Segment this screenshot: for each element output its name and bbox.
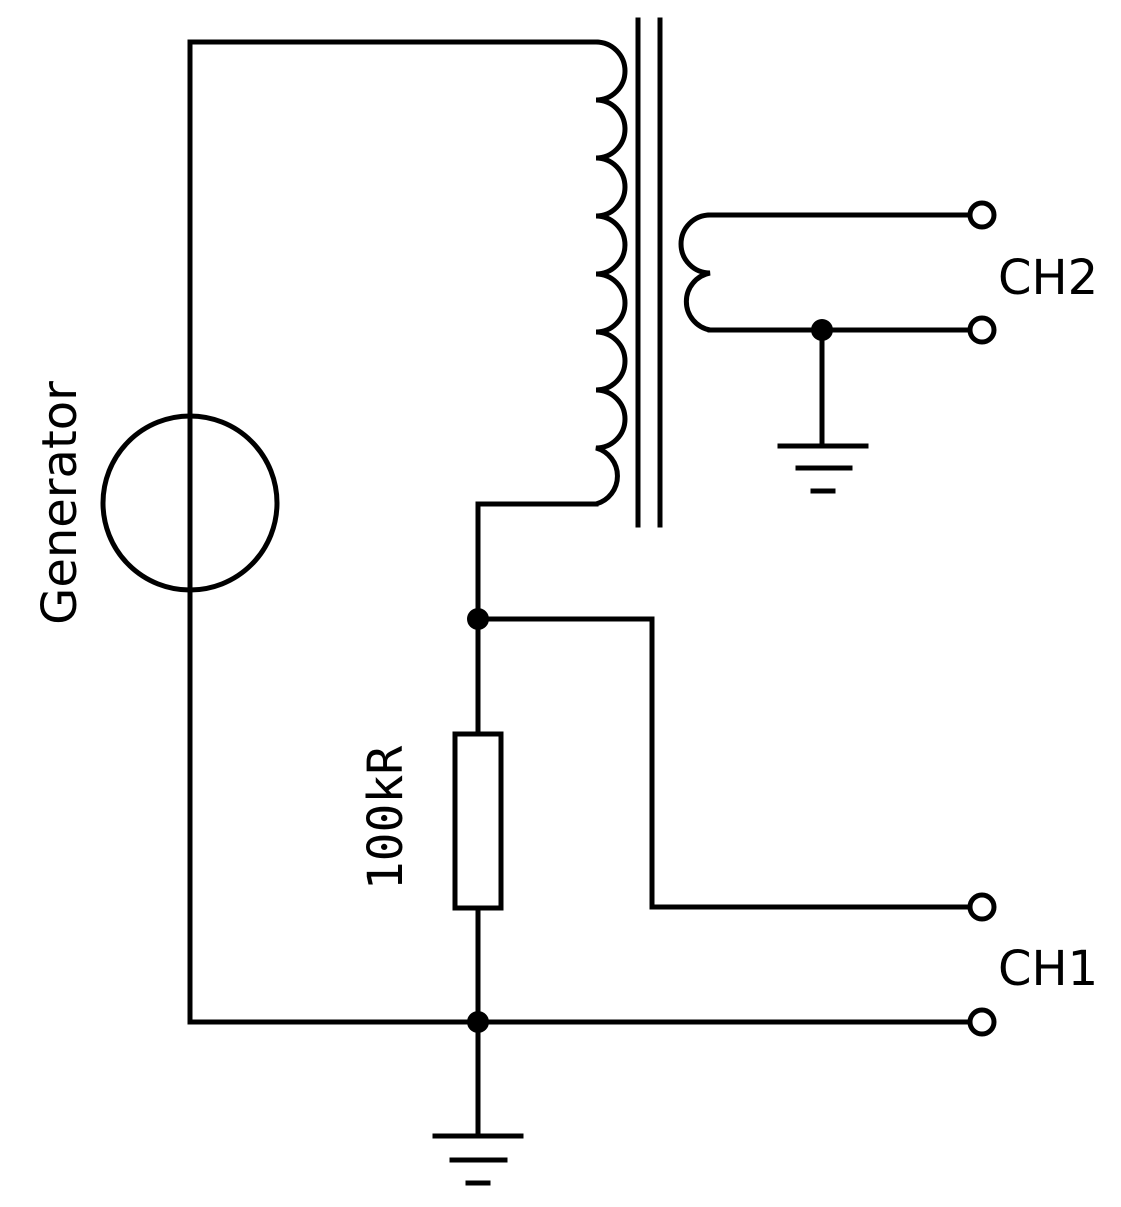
junction-dot-ch2	[811, 319, 833, 341]
ch1-label: CH1	[998, 941, 1098, 997]
junction-dot-ground	[467, 1011, 489, 1033]
wire-generator-left	[187, 39, 599, 1025]
ch2-terminal-top	[967, 200, 997, 230]
resistor-body	[452, 731, 504, 911]
transformer-secondary-winding	[678, 212, 713, 333]
ch1-terminal-top	[967, 892, 997, 922]
wire-ch1-signal	[475, 616, 971, 910]
generator-symbol	[100, 413, 280, 593]
ground-symbol-ch1	[432, 1133, 524, 1186]
ch1-terminal-bottom	[967, 1007, 997, 1037]
resistor-label: 100kR	[358, 746, 414, 891]
ch2-terminal-bottom	[967, 315, 997, 345]
transformer-primary-winding	[593, 39, 628, 507]
ch2-label: CH2	[998, 250, 1098, 306]
ground-symbol-ch2	[777, 443, 869, 494]
wire-primary-bottom	[475, 501, 599, 737]
generator-label: Generator	[32, 381, 88, 625]
